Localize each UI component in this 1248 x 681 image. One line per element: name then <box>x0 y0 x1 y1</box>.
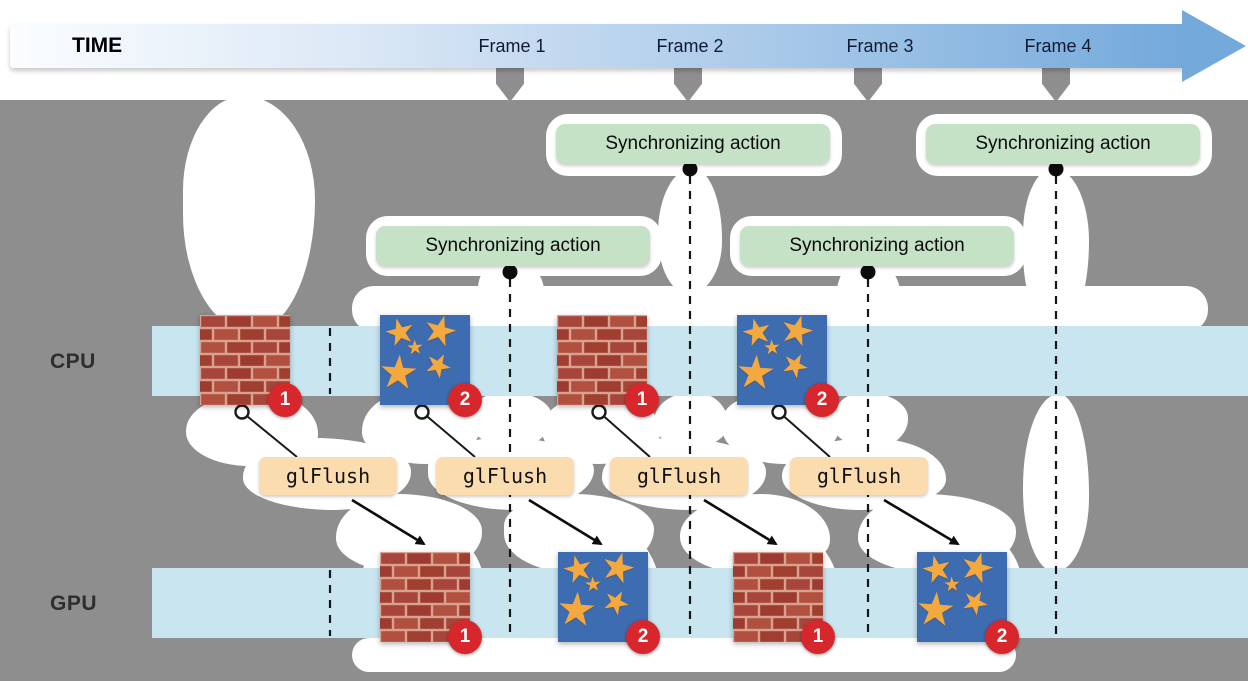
frame-label-3: Frame 3 <box>846 36 914 56</box>
command-number-badge: 2 <box>626 620 660 654</box>
frame-marker-icon <box>1042 64 1070 102</box>
sync-action-label: Synchronizing action <box>740 226 1014 266</box>
command-number-badge: 2 <box>985 620 1019 654</box>
gpu-lane-band <box>152 568 1248 638</box>
torn-paper-shape <box>1023 394 1089 572</box>
glflush-label: glFlush <box>259 457 397 495</box>
glflush-label: glFlush <box>610 457 748 495</box>
star-icon: ★ <box>583 571 603 597</box>
frame-marker-icon <box>854 64 882 102</box>
glflush-text: glFlush <box>462 464 548 488</box>
star-icon: ★ <box>942 571 962 597</box>
sync-action-label: Synchronizing action <box>556 124 830 164</box>
torn-paper-shape <box>836 258 900 334</box>
star-icon: ★ <box>762 334 782 360</box>
frame-marker-icon <box>496 64 524 102</box>
glflush-text: glFlush <box>636 464 722 488</box>
sync-action-text: Synchronizing action <box>975 133 1151 154</box>
brick-pattern-icon <box>557 315 647 405</box>
frame-label-1: Frame 1 <box>478 36 546 56</box>
frame-marker-icon <box>674 64 702 102</box>
glflush-text: glFlush <box>285 464 371 488</box>
glflush-label: glFlush <box>790 457 928 495</box>
time-label: TIME <box>72 34 123 57</box>
command-number-badge: 2 <box>448 383 482 417</box>
command-number-badge: 1 <box>448 620 482 654</box>
sync-action-label: Synchronizing action <box>926 124 1200 164</box>
sync-action-text: Synchronizing action <box>789 235 965 256</box>
sync-action-text: Synchronizing action <box>605 133 781 154</box>
sync-action-text: Synchronizing action <box>425 235 601 256</box>
command-number-badge: 1 <box>268 383 302 417</box>
cpu-brick-texture <box>557 315 647 405</box>
torn-paper-shape <box>832 392 908 448</box>
frame-label-4: Frame 4 <box>1024 36 1092 56</box>
cpu-lane-band <box>152 326 1248 396</box>
torn-paper-shape <box>654 392 728 448</box>
sync-action-label: Synchronizing action <box>376 226 650 266</box>
time-arrow-head-icon <box>1182 10 1246 82</box>
command-number-badge: 1 <box>625 383 659 417</box>
torn-paper-shape <box>183 96 315 332</box>
cpu-lane-label: CPU <box>50 350 96 373</box>
command-number-badge: 1 <box>801 620 835 654</box>
star-icon: ★ <box>405 334 425 360</box>
torn-paper-shape <box>658 168 722 294</box>
glflush-text: glFlush <box>816 464 902 488</box>
gpu-lane-label: GPU <box>50 592 98 615</box>
time-arrow <box>10 24 1184 68</box>
frame-label-2: Frame 2 <box>656 36 724 56</box>
command-number-badge: 2 <box>805 383 839 417</box>
glflush-label: glFlush <box>436 457 574 495</box>
